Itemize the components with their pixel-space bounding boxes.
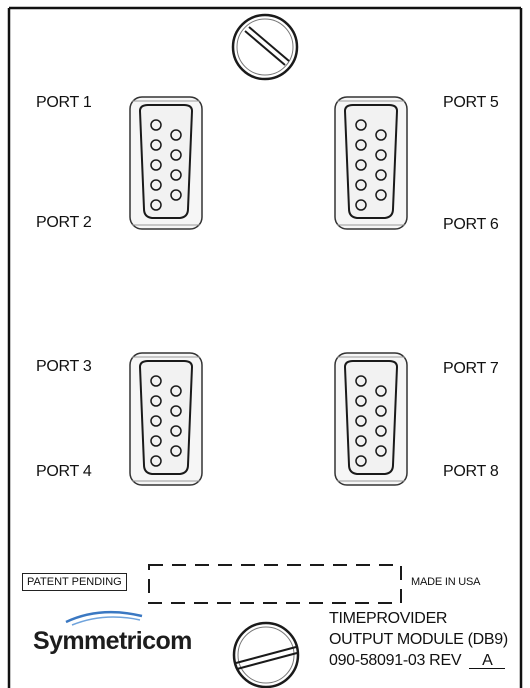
db9-connector-icon[interactable] — [334, 352, 408, 486]
screw-icon — [231, 13, 299, 81]
brand-logo: Symmetricom — [33, 627, 192, 655]
screw-icon — [232, 621, 300, 688]
module-subtitle: OUTPUT MODULE (DB9) — [329, 631, 508, 648]
port-7-label: PORT 7 — [443, 360, 499, 377]
part-number: 090-58091-03 REV — [329, 652, 462, 669]
revision-letter: A — [469, 653, 506, 669]
port-8-label: PORT 8 — [443, 463, 499, 480]
port-3-label: PORT 3 — [36, 358, 92, 375]
port-4-label: PORT 4 — [36, 463, 92, 480]
db9-connector-icon[interactable] — [129, 352, 203, 486]
port-5-label: PORT 5 — [443, 94, 499, 111]
patent-pending-badge: PATENT PENDING — [22, 573, 127, 591]
port-1-label: PORT 1 — [36, 94, 92, 111]
dashed-label-area — [148, 564, 402, 604]
swoosh-icon — [65, 610, 143, 626]
part-number-line: 090-58091-03 REV A — [329, 652, 506, 670]
port-2-label: PORT 2 — [36, 214, 92, 231]
db9-connector-icon[interactable] — [334, 96, 408, 230]
db9-connector-icon[interactable] — [129, 96, 203, 230]
port-6-label: PORT 6 — [443, 216, 499, 233]
module-title: TIMEPROVIDER — [329, 610, 448, 627]
made-in-usa-label: MADE IN USA — [411, 576, 481, 588]
